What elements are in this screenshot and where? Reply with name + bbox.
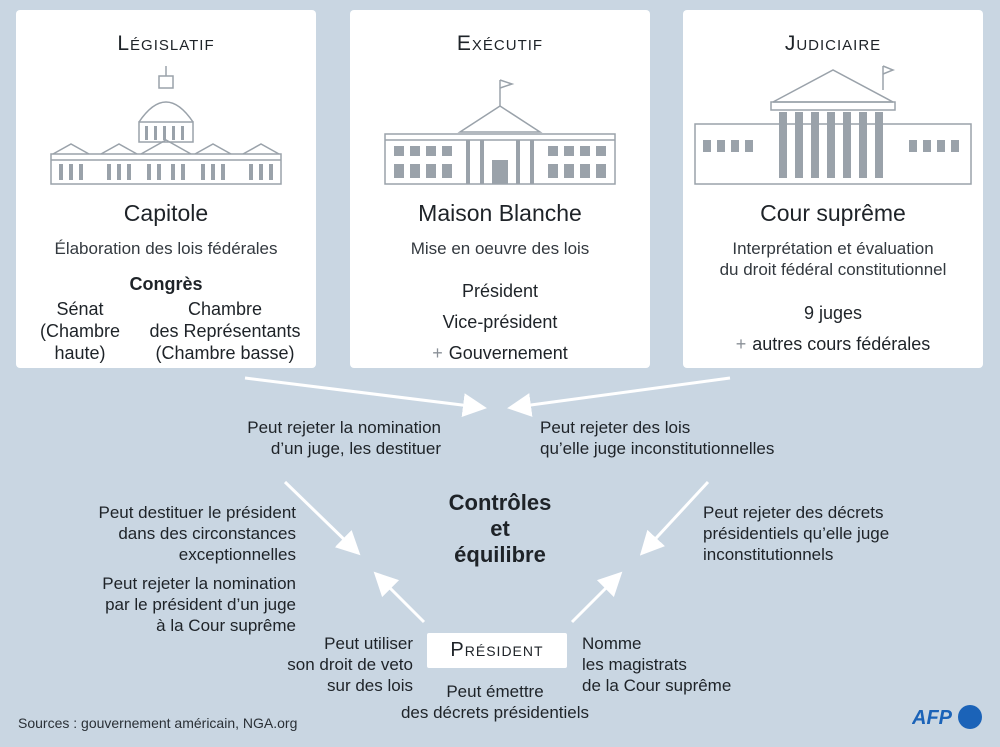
afp-logo-text: AFP — [912, 707, 953, 729]
afp-logo: AFP — [911, 703, 986, 736]
member-president: Président — [461, 281, 539, 301]
member-government: Gouvernement — [448, 343, 568, 363]
check-line: de la Cour suprême — [582, 676, 732, 695]
check-line: des décrets présidentiels — [400, 703, 590, 722]
judicial-title: Judiciaire — [784, 32, 882, 55]
check-line: Peut utiliser — [324, 634, 413, 653]
checks-balances-title: Contrôles et équilibre — [420, 490, 580, 568]
executive-members: Président Vice-président +Gouvernement — [350, 276, 650, 369]
legislative-role: Élaboration des lois fédérales — [54, 239, 278, 258]
arrow-pres-to-jud — [570, 571, 623, 624]
judicial-panel: Judiciaire Cour suprême Interprétation e… — [683, 10, 983, 368]
check-line: sur des lois — [327, 676, 413, 695]
check-appoint: Nomme les magistrats de la Cour suprême — [582, 633, 782, 696]
judicial-role-line: Interprétation et évaluation — [732, 239, 934, 258]
house-line: des Représentants — [149, 321, 301, 341]
check-line: par le président d’un juge — [105, 595, 296, 614]
executive-role: Mise en oeuvre des lois — [410, 239, 590, 258]
plus-icon: + — [735, 334, 747, 354]
executive-panel: Exécutif Maison Blanche Mise en oeuvre d… — [350, 10, 650, 368]
check-line: les magistrats — [582, 655, 687, 674]
check-leg-on-jud: Peut rejeter la nomination d’un juge, le… — [200, 417, 441, 459]
executive-title: Exécutif — [456, 32, 544, 55]
check-line: présidentiels qu’elle juge — [703, 524, 890, 543]
check-line: son droit de veto — [287, 655, 413, 674]
senate-line: haute) — [54, 343, 106, 363]
white-house-icon — [350, 62, 650, 192]
sources-note: Sources : gouvernement américain, NGA.or… — [18, 715, 298, 731]
judicial-members: 9 juges +autres cours fédérales — [683, 298, 983, 360]
senate-line: Sénat — [56, 299, 104, 319]
white-house-name: Maison Blanche — [418, 200, 582, 226]
judicial-role-line: du droit fédéral constitutionnel — [719, 260, 947, 279]
check-line: dans des circonstances — [118, 524, 296, 543]
check-line: Peut rejeter des décrets — [703, 503, 884, 522]
title-line: Contrôles — [448, 490, 552, 515]
check-jud-on-exec: Peut rejeter des décrets présidentiels q… — [703, 502, 963, 565]
check-jud-on-leg: Peut rejeter des lois qu’elle juge incon… — [540, 417, 820, 459]
check-line: Peut rejeter des lois — [540, 418, 691, 437]
check-line: d’un juge, les destituer — [270, 439, 441, 458]
check-leg-on-exec-impeach: Peut destituer le président dans des cir… — [50, 502, 296, 565]
legislative-panel: Législatif — [16, 10, 316, 368]
title-line: et — [490, 516, 510, 541]
check-line: Peut rejeter la nomination — [102, 574, 296, 593]
member-government-row: +Gouvernement — [350, 338, 650, 369]
arrow-jud-to-center — [507, 376, 731, 417]
supreme-court-name: Cour suprême — [760, 200, 906, 226]
member-other-courts: autres cours fédérales — [752, 334, 931, 354]
congress-label: Congrès — [129, 274, 203, 294]
plus-icon: + — [432, 343, 443, 363]
member-other-courts-row: +autres cours fédérales — [683, 329, 983, 360]
senate-line: (Chambre — [39, 321, 121, 341]
title-line: équilibre — [454, 542, 546, 567]
check-veto: Peut utiliser son droit de veto sur des … — [250, 633, 413, 696]
house-label: Chambre des Représentants (Chambre basse… — [140, 298, 310, 364]
check-line: Peut émettre — [446, 682, 544, 701]
senate-label: Sénat (Chambre haute) — [30, 298, 130, 364]
member-vice-president: Vice-président — [442, 312, 558, 332]
judicial-role: Interprétation et évaluation du droit fé… — [683, 238, 983, 280]
president-box: Président — [427, 633, 567, 668]
check-line: Peut destituer le président — [98, 503, 296, 522]
check-line: qu’elle juge inconstitutionnelles — [540, 439, 775, 458]
check-line: exceptionnelles — [178, 545, 296, 564]
check-decrees: Peut émettre des décrets présidentiels — [370, 681, 620, 723]
arrow-jud-to-exec — [639, 480, 710, 556]
member-judges: 9 juges — [803, 303, 863, 323]
arrow-pres-to-leg — [373, 571, 426, 624]
house-line: Chambre — [187, 299, 263, 319]
capitol-icon — [16, 62, 316, 192]
house-line: (Chambre basse) — [155, 343, 295, 363]
check-line: à la Cour suprême — [156, 616, 296, 635]
check-line: Nomme — [582, 634, 642, 653]
arrow-leg-to-center — [244, 376, 487, 418]
check-line: Peut rejeter la nomination — [247, 418, 441, 437]
check-line: inconstitutionnels — [703, 545, 834, 564]
capitol-name: Capitole — [123, 200, 209, 226]
check-leg-on-exec-nomination: Peut rejeter la nomination par le présid… — [50, 573, 296, 636]
arrow-leg-to-exec — [283, 480, 361, 556]
legislative-title: Législatif — [117, 32, 215, 55]
supreme-court-icon — [683, 62, 983, 192]
